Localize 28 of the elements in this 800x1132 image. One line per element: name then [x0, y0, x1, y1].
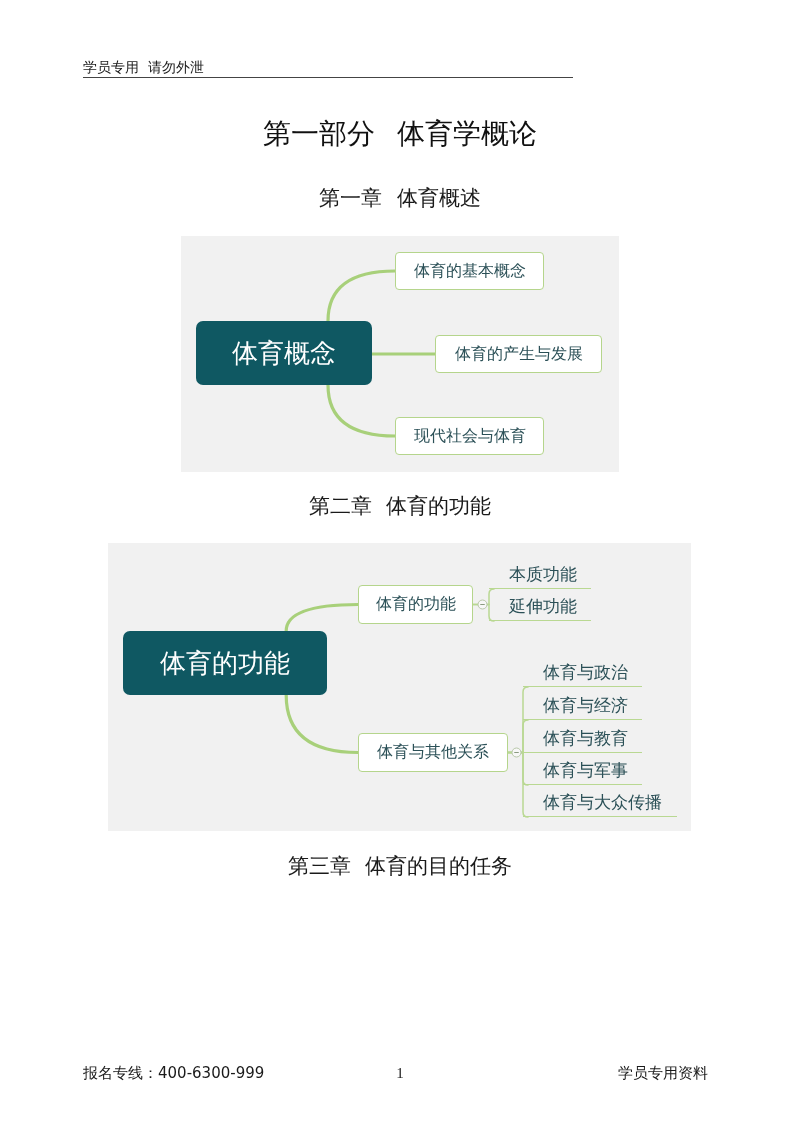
branch-line [326, 383, 397, 438]
underlined-topic: 体育与军事 [523, 761, 642, 785]
central-topic-box: 体育概念 [196, 321, 372, 385]
underlined-topic: 体育与教育 [523, 728, 642, 753]
underlined-topic: 体育与大众传播 [523, 793, 677, 817]
chapter-heading: 第一章 体育概述 [319, 186, 481, 211]
topic-box: 体育与其他关系 [358, 733, 508, 772]
header-text: 学员专用 请勿外泄 [83, 60, 205, 76]
underlined-topic: 本质功能 [489, 565, 591, 589]
topic-box: 体育的产生与发展 [435, 335, 602, 373]
page-title: 第一部分 体育学概论 [263, 118, 537, 151]
branch-line [507, 751, 529, 818]
underlined-topic: 延伸功能 [489, 597, 591, 621]
underlined-topic: 体育与经济 [523, 696, 642, 720]
branch-line [370, 352, 437, 356]
topic-box: 体育的基本概念 [395, 252, 544, 290]
chapter-heading: 第二章 体育的功能 [309, 494, 491, 519]
topic-box: 现代社会与体育 [395, 417, 544, 455]
footer-text: 报名专线：400-6300-999 [83, 1065, 265, 1083]
branch-line [284, 602, 360, 633]
topic-box: 体育的功能 [358, 585, 473, 624]
central-topic-box: 体育的功能 [123, 631, 327, 695]
chapter-heading: 第三章 体育的目的任务 [288, 854, 512, 879]
underlined-topic: 体育与政治 [523, 663, 642, 687]
branch-line [284, 693, 360, 755]
page-number: 1 [396, 1065, 404, 1083]
branch-line [326, 269, 397, 323]
footer-text: 学员专用资料 [618, 1065, 708, 1083]
